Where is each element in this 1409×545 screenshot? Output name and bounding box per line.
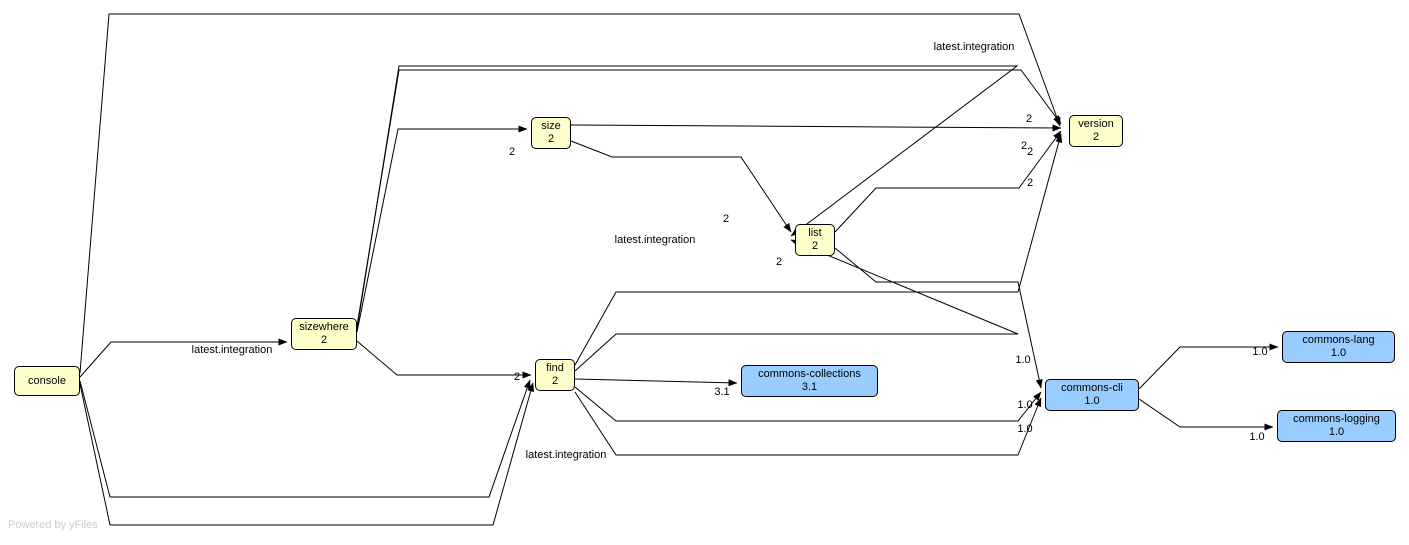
node-name-label: find [546, 362, 564, 374]
edge-label-e10: 2 [723, 213, 729, 225]
node-version-label: 1.0 [1328, 426, 1345, 438]
node-name-label: sizewhere [299, 321, 349, 333]
node-name-label: version [1078, 118, 1114, 130]
edge-label-e7: 2 [1026, 113, 1032, 125]
edge-find-to-version [574, 133, 1063, 366]
node-version-label: 2 [1092, 131, 1100, 143]
node-name-label: commons-cli [1061, 382, 1123, 394]
node-name-label: commons-lang [1302, 334, 1375, 346]
node-version-label: 3.1 [801, 381, 818, 393]
node-name-label: console [28, 374, 66, 387]
node-version-label: 2 [551, 375, 559, 387]
edge-label-e14: latest.integration [615, 234, 696, 246]
edge-console-to-find [79, 382, 535, 526]
yfiles-watermark: Powered by yFiles [8, 519, 98, 531]
node-name-label: size [541, 120, 561, 132]
edge-find-to-list [574, 239, 1019, 372]
edge-label-e11: 2 [1027, 177, 1033, 189]
edge-label-e1: latest.integration [934, 41, 1015, 53]
edge-label-e12: 1.0 [1015, 354, 1030, 366]
edge-commons-cli-to-commons-logging [1138, 398, 1274, 431]
edge-sizewhere-to-find [356, 340, 532, 379]
edge-label-e3: latest.integration [526, 449, 607, 461]
edge-sizewhere-to-version [356, 69, 1062, 327]
edge-label-e5: 2 [509, 146, 515, 158]
edge-commons-cli-to-commons-lang [1138, 343, 1279, 390]
node-version-label: 2 [811, 240, 819, 252]
edge-label-e17: 1.0 [1017, 423, 1032, 435]
node-version-label: 2 [547, 133, 555, 145]
edge-label-e16: 1.0 [1017, 399, 1032, 411]
edge-find-to-commons-cli [574, 386, 1042, 422]
edge-label-e18: 1.0 [1252, 346, 1267, 358]
edge-list-to-commons-cli [834, 247, 1043, 389]
edge-label-e2: latest.integration [192, 344, 273, 356]
node-name-label: commons-collections [758, 368, 861, 380]
node-name-label: list [808, 227, 822, 239]
edge-sizewhere-to-list [356, 65, 1019, 330]
edge-console-to-commons-cli [574, 391, 1042, 456]
edge-size-to-list [570, 140, 792, 233]
edge-label-e15: 3.1 [714, 386, 729, 398]
edges-group [79, 13, 1279, 526]
edge-label-e6: 2 [514, 371, 520, 383]
node-console[interactable]: console [14, 366, 80, 396]
edge-sizewhere-to-size [356, 125, 528, 333]
node-version-label: 2 [320, 334, 328, 346]
node-name-label: commons-logging [1293, 413, 1380, 425]
edge-labels-group: latest.integration latest.integration late… [192, 41, 1268, 461]
edge-console-to-version [79, 13, 1061, 374]
edge-console-to-find2 [79, 379, 531, 498]
edge-label-e8: 2 [776, 256, 782, 268]
edge-label-e9: 2 [1021, 140, 1027, 152]
edge-size-to-version [570, 124, 1062, 132]
node-version-label: 1.0 [1330, 347, 1347, 359]
edge-find-to-commons-collections [574, 378, 738, 387]
edge-list-to-version [834, 130, 1062, 233]
edge-console-to-sizewhere [79, 338, 288, 378]
edge-label-e13: 2 [1027, 146, 1033, 158]
node-version-label: 1.0 [1084, 395, 1100, 407]
edge-label-e19: 1.0 [1249, 431, 1264, 443]
